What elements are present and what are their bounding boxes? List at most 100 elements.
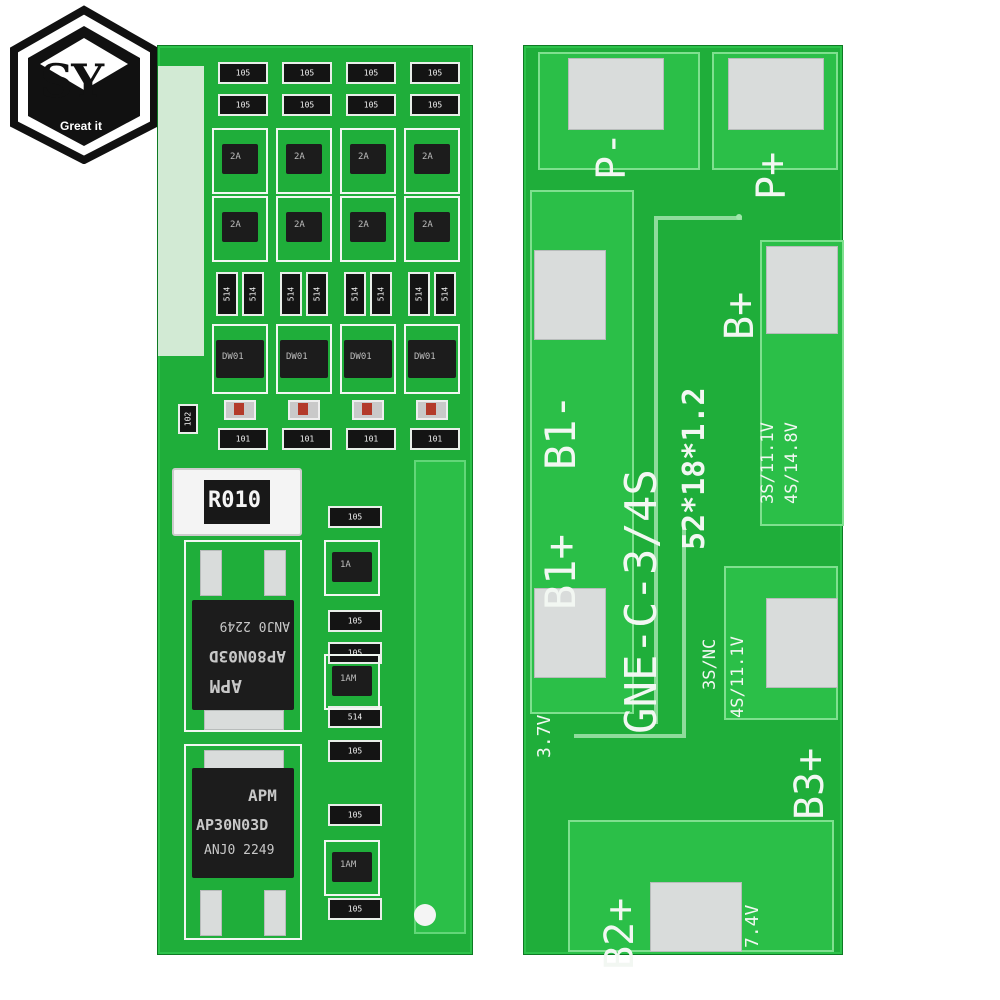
transistor-frame bbox=[276, 128, 332, 194]
label-nc-4s: 4S/11.1V bbox=[728, 636, 748, 718]
resistor-top-a-label: 105 bbox=[299, 68, 315, 78]
pad-b-plus bbox=[766, 246, 838, 334]
mosfet-top-part: AP80N03D bbox=[208, 647, 286, 666]
resistor-pair-b-label: 514 bbox=[440, 286, 450, 302]
side-chip bbox=[332, 852, 372, 882]
pad-p-plus bbox=[728, 58, 824, 130]
ic-label: DW01 bbox=[414, 352, 436, 362]
label-b-plus: B+ bbox=[717, 291, 763, 340]
resistor-pair-a: 514 bbox=[280, 272, 302, 316]
side-resistor-label: 105 bbox=[347, 616, 363, 626]
transistor-label: 2A bbox=[422, 220, 433, 230]
side-resistor-label: 514 bbox=[347, 712, 363, 722]
mosfet-bottom-code: ANJ0 2249 bbox=[204, 843, 275, 858]
resistor-top-a-label: 105 bbox=[235, 68, 251, 78]
ic-frame bbox=[340, 324, 396, 394]
ic-frame bbox=[404, 324, 460, 394]
resistor-top-a: 105 bbox=[218, 62, 268, 84]
side-chip-frame bbox=[324, 654, 380, 710]
side-chip-label: 1A bbox=[340, 560, 351, 570]
transistor-frame bbox=[276, 196, 332, 262]
sot23-chip bbox=[286, 144, 322, 174]
side-chip-frame bbox=[324, 540, 380, 596]
resistor-101-label: 101 bbox=[427, 434, 443, 444]
capacitor-body bbox=[234, 403, 244, 415]
trace-3 bbox=[682, 522, 686, 738]
ic-chip bbox=[216, 340, 264, 378]
resistor-top-b-label: 105 bbox=[299, 100, 315, 110]
side-resistor-label: 105 bbox=[347, 648, 363, 658]
resistor-top-a-label: 105 bbox=[427, 68, 443, 78]
transistor-label: 2A bbox=[358, 152, 369, 162]
resistor-pair-b: 514 bbox=[370, 272, 392, 316]
label-b1-plus: B1+ bbox=[536, 534, 585, 610]
resistor-101: 101 bbox=[282, 428, 332, 450]
label-b1-minus: B1- bbox=[536, 394, 585, 470]
label-volt-7-4: 7.4V bbox=[742, 904, 763, 948]
pad-b1-plus bbox=[534, 588, 606, 678]
pad-b1-minus bbox=[534, 250, 606, 340]
transistor-frame bbox=[404, 128, 460, 194]
resistor-pair-b: 514 bbox=[434, 272, 456, 316]
logo-tagline: Great it bbox=[60, 119, 103, 133]
resistor-102: 102 bbox=[178, 404, 198, 434]
brand-logo: SY Great it bbox=[4, 4, 164, 165]
ic-chip bbox=[408, 340, 456, 378]
pad-b2-plus bbox=[650, 882, 742, 952]
capacitor-body bbox=[426, 403, 436, 415]
side-resistor: 514 bbox=[328, 706, 382, 728]
ic-chip bbox=[280, 340, 328, 378]
resistor-101-label: 101 bbox=[363, 434, 379, 444]
transistor-frame bbox=[340, 196, 396, 262]
side-chip-frame bbox=[324, 840, 380, 896]
label-volt-4s: 4S/14.8V bbox=[782, 422, 802, 504]
side-resistor-label: 105 bbox=[347, 904, 363, 914]
transistor-label: 2A bbox=[294, 152, 305, 162]
transistor-label: 2A bbox=[230, 152, 241, 162]
label-p-plus: P+ bbox=[749, 151, 795, 200]
resistor-pair-a-label: 514 bbox=[350, 286, 360, 302]
side-resistor: 105 bbox=[328, 642, 382, 664]
mosfet-top: ANJ0 2249 AP80N03D APM bbox=[184, 540, 302, 732]
shunt-resistor: R010 bbox=[172, 468, 302, 536]
resistor-top-a: 105 bbox=[346, 62, 396, 84]
transistor-label: 2A bbox=[422, 152, 433, 162]
capacitor-body bbox=[362, 403, 372, 415]
side-resistor-label: 105 bbox=[347, 512, 363, 522]
resistor-pair-b: 514 bbox=[242, 272, 264, 316]
side-resistor: 105 bbox=[328, 740, 382, 762]
resistor-101: 101 bbox=[410, 428, 460, 450]
ic-frame bbox=[276, 324, 332, 394]
resistor-top-b: 105 bbox=[218, 94, 268, 116]
resistor-pair-a-label: 514 bbox=[286, 286, 296, 302]
pad-b3-plus bbox=[766, 598, 838, 688]
sot23-chip bbox=[414, 144, 450, 174]
shunt-label: R010 bbox=[208, 488, 261, 513]
resistor-top-b-label: 105 bbox=[235, 100, 251, 110]
sot23-chip bbox=[222, 144, 258, 174]
side-resistor: 105 bbox=[328, 506, 382, 528]
resistor-top-b-label: 105 bbox=[427, 100, 443, 110]
white-silk-patch bbox=[158, 66, 204, 356]
front-via-hole bbox=[414, 904, 436, 926]
side-resistor-label: 105 bbox=[347, 810, 363, 820]
mosfet-bottom-part: AP30N03D bbox=[196, 816, 269, 834]
resistor-pair-b: 514 bbox=[306, 272, 328, 316]
mosfet-top-code: ANJ0 2249 bbox=[219, 618, 290, 633]
mosfet-bottom-brand: APM bbox=[248, 786, 277, 805]
side-resistor: 105 bbox=[328, 804, 382, 826]
label-nc-3s: 3S/NC bbox=[700, 638, 720, 690]
transistor-frame bbox=[212, 128, 268, 194]
sot23-chip bbox=[350, 212, 386, 242]
label-size: 52*18*1.2 bbox=[677, 387, 712, 550]
resistor-pair-a: 514 bbox=[344, 272, 366, 316]
side-chip bbox=[332, 666, 372, 696]
front-copper-strip bbox=[414, 460, 466, 934]
transistor-frame bbox=[340, 128, 396, 194]
side-resistor-label: 105 bbox=[347, 746, 363, 756]
pad-p-minus bbox=[568, 58, 664, 130]
resistor-top-a-label: 105 bbox=[363, 68, 379, 78]
sot23-chip bbox=[414, 212, 450, 242]
resistor-101: 101 bbox=[218, 428, 268, 450]
transistor-label: 2A bbox=[294, 220, 305, 230]
